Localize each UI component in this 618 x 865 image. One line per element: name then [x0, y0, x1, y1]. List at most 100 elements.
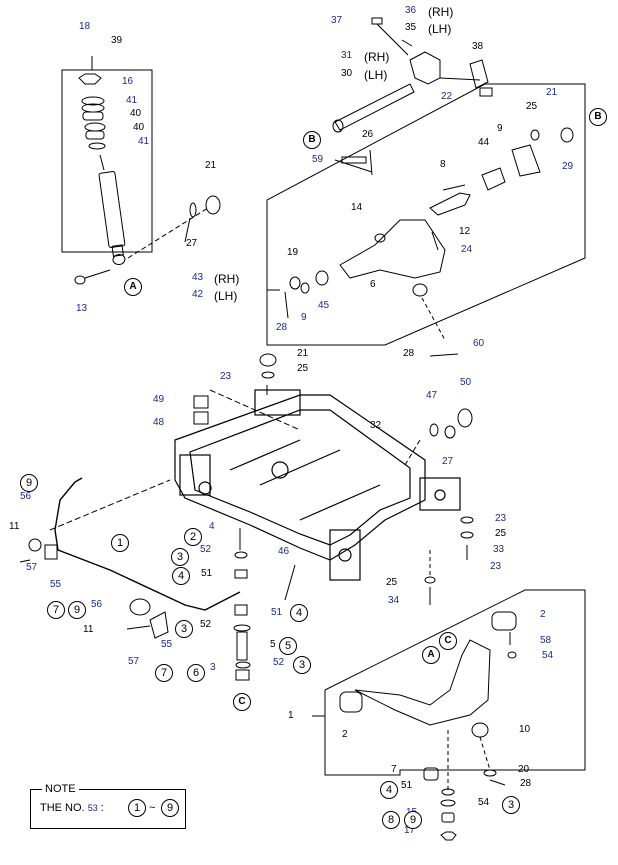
part-number-label: 28 [520, 778, 532, 789]
shock-group-frame [61, 69, 153, 253]
note-separator: : [100, 802, 104, 814]
group-marker: 4 [172, 567, 190, 585]
upper-arm-group-frame [266, 83, 586, 346]
part-number-label: 60 [473, 338, 485, 349]
part-number-label: 23 [490, 561, 502, 572]
part-number-label: 12 [459, 226, 471, 237]
part-number-label: 56 [20, 491, 32, 502]
side-label: (LH) [364, 68, 388, 82]
part-number-label: 5 [270, 639, 276, 650]
side-label: (RH) [214, 272, 240, 286]
part-number-label: 28 [403, 348, 415, 359]
reference-marker-b: B [589, 108, 607, 126]
part-number-label: 21 [205, 160, 217, 171]
group-marker: 7 [155, 664, 173, 682]
part-number-label: 9 [497, 123, 503, 134]
part-number-label: 30 [341, 68, 353, 79]
part-number-label: 58 [540, 635, 552, 646]
part-number-label: 51 [271, 607, 283, 618]
part-number-label: 18 [79, 21, 91, 32]
part-number-label: 21 [546, 87, 558, 98]
part-number-label: 3 [210, 662, 216, 673]
part-number-label: 25 [297, 363, 309, 374]
part-number-label: 51 [401, 780, 413, 791]
group-marker: 3 [502, 796, 520, 814]
reference-marker-a: A [124, 278, 142, 296]
part-number-label: 48 [153, 417, 165, 428]
part-number-label: 19 [287, 247, 299, 258]
part-number-label: 23 [220, 371, 232, 382]
group-marker: 9 [68, 601, 86, 619]
group-marker: 2 [184, 528, 202, 546]
part-number-label: 39 [111, 35, 123, 46]
part-number-label: 57 [128, 656, 140, 667]
group-marker: 7 [47, 601, 65, 619]
side-label: (LH) [214, 289, 238, 303]
part-number-label: 13 [76, 303, 88, 314]
part-number-label: 27 [186, 238, 198, 249]
part-number-label: 16 [122, 76, 134, 87]
part-number-label: 38 [472, 41, 484, 52]
part-number-label: 41 [138, 136, 150, 147]
stabilizer-bar [54, 481, 241, 611]
part-number-label: 4 [209, 521, 215, 532]
group-marker: 8 [382, 811, 400, 829]
note-box [30, 789, 186, 829]
side-label: (RH) [364, 50, 390, 64]
part-number-label: 23 [495, 513, 507, 524]
group-marker: 1 [111, 534, 129, 552]
part-number-label: 52 [273, 657, 285, 668]
group-marker: 3 [175, 620, 193, 638]
part-number-label: 25 [526, 101, 538, 112]
group-marker: 3 [293, 656, 311, 674]
side-label: (LH) [428, 22, 452, 36]
note-range-start: 1 [128, 799, 146, 817]
part-number-label: 17 [404, 825, 416, 836]
part-number-label: 27 [442, 456, 454, 467]
part-number-label: 59 [312, 154, 324, 165]
part-number-label: 29 [562, 161, 574, 172]
side-label: (RH) [428, 5, 454, 19]
note-text: THE NO. 53 : [40, 802, 104, 814]
part-number-label: 42 [192, 289, 204, 300]
part-number-label: 24 [461, 244, 473, 255]
part-number-label: 26 [362, 129, 374, 140]
part-number-label: 36 [405, 5, 417, 16]
note-range-end: 9 [161, 799, 179, 817]
part-number-label: 10 [519, 724, 531, 735]
group-marker: 5 [279, 637, 297, 655]
lower-control-arm [354, 639, 491, 726]
upper-arm-bracket [409, 51, 441, 85]
part-number-label: 2 [540, 609, 546, 620]
reference-marker-a: A [422, 646, 440, 664]
part-number-label: 54 [478, 797, 490, 808]
part-number-label: 56 [91, 599, 103, 610]
part-number-label: 44 [478, 137, 490, 148]
part-number-label: 28 [276, 322, 288, 333]
part-number-label: 6 [370, 279, 376, 290]
group-marker: 4 [290, 604, 308, 622]
part-number-label: 1 [288, 710, 294, 721]
part-number-label: 20 [518, 764, 530, 775]
part-number-label: 14 [351, 202, 363, 213]
part-number-label: 25 [386, 577, 398, 588]
note-part-number: 53 [87, 803, 98, 813]
part-number-label: 40 [133, 122, 145, 133]
upper-arm-shaft [334, 83, 415, 131]
part-number-label: 55 [161, 639, 173, 650]
part-number-label: 37 [331, 15, 343, 26]
reference-marker-c: C [439, 632, 457, 650]
upper-control-arm [339, 219, 446, 279]
part-number-label: 35 [405, 22, 417, 33]
part-number-label: 2 [342, 729, 348, 740]
part-number-label: 34 [388, 595, 400, 606]
part-number-label: 52 [200, 619, 212, 630]
lower-arm-group-frame [324, 589, 586, 776]
part-number-label: 25 [495, 528, 507, 539]
crossmember [174, 389, 461, 581]
part-number-label: 46 [278, 546, 290, 557]
note-title: NOTE [42, 783, 79, 795]
part-number-label: 45 [318, 300, 330, 311]
part-number-label: 55 [50, 579, 62, 590]
part-number-label: 33 [493, 544, 505, 555]
